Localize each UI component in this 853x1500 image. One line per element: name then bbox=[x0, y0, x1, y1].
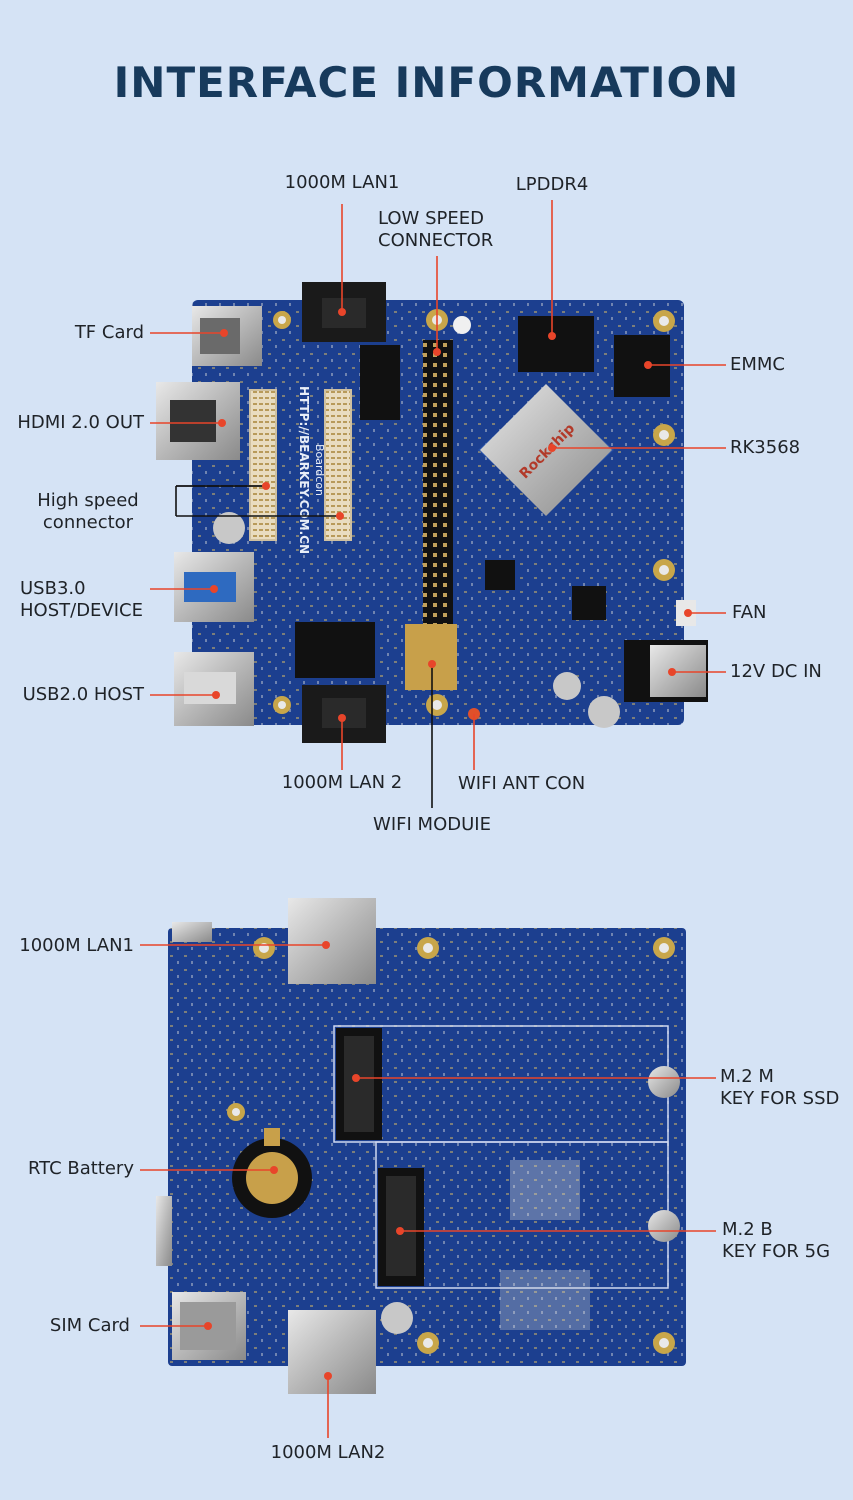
label-wifi-module: WIFI MODUIE bbox=[373, 814, 491, 835]
label-bottom-lan2: 1000M LAN2 bbox=[270, 1442, 386, 1463]
label-m2b: M.2 B KEY FOR 5G bbox=[722, 1219, 831, 1262]
label-hdmi: HDMI 2.0 OUT bbox=[17, 412, 144, 433]
bottom-board bbox=[156, 898, 686, 1394]
label-emmc: EMMC bbox=[730, 354, 786, 375]
capacitor bbox=[213, 512, 245, 544]
leader-lines bbox=[140, 200, 726, 1438]
rk3568-chip: Rockchip bbox=[478, 384, 614, 516]
label-low-speed-connector: LOW SPEED CONNECTOR bbox=[378, 208, 494, 251]
svg-text:Boardcon: Boardcon bbox=[313, 444, 326, 496]
low-speed-connector bbox=[423, 340, 453, 640]
wifi-module-chip bbox=[405, 624, 457, 690]
label-wifi-ant: WIFI ANT CON bbox=[458, 773, 586, 794]
lpddr4-chip bbox=[518, 316, 594, 372]
label-top-lan2: 1000M LAN 2 bbox=[281, 772, 403, 793]
svg-text:HTTP://BEARKEY.COM.CN: HTTP://BEARKEY.COM.CN bbox=[297, 386, 311, 554]
mount-hole bbox=[453, 316, 471, 334]
label-sim-card: SIM Card bbox=[49, 1315, 130, 1336]
page-title: INTERFACE INFORMATION bbox=[113, 58, 740, 107]
label-tf-card: TF Card bbox=[74, 322, 144, 343]
label-dc-in: 12V DC IN bbox=[730, 661, 822, 682]
label-bottom-lan1: 1000M LAN1 bbox=[19, 935, 134, 956]
label-usb3: USB3.0 HOST/DEVICE bbox=[20, 578, 143, 621]
bottom-lan1-connector bbox=[288, 898, 376, 984]
top-board: Rockchip HTTP://BEARKEY.COM.CN Boardcon bbox=[156, 282, 708, 743]
label-top-lan1: 1000M LAN1 bbox=[284, 172, 400, 193]
label-rtc-battery: RTC Battery bbox=[27, 1158, 134, 1179]
label-lpddr4: LPDDR4 bbox=[515, 174, 589, 195]
label-rk3568: RK3568 bbox=[730, 437, 801, 458]
high-speed-connector-1 bbox=[249, 389, 277, 541]
label-usb2: USB2.0 HOST bbox=[22, 684, 144, 705]
emmc-chip bbox=[614, 335, 670, 397]
label-m2m: M.2 M KEY FOR SSD bbox=[720, 1066, 840, 1109]
bottom-lan2-connector bbox=[288, 1310, 376, 1394]
label-high-speed-connector: High speed connector bbox=[37, 490, 139, 533]
label-fan: FAN bbox=[732, 602, 767, 623]
